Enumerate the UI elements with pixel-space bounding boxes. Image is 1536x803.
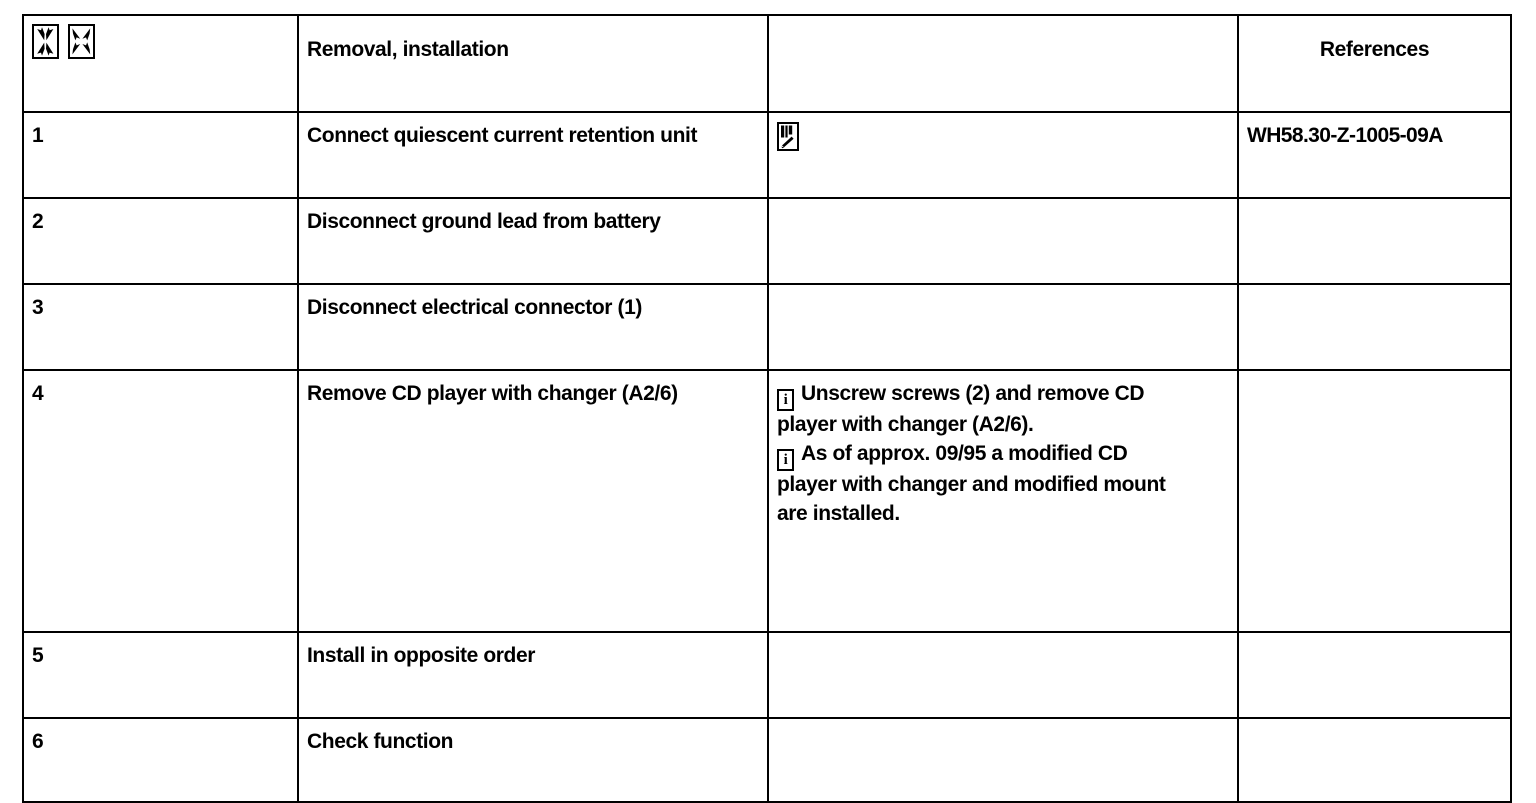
procedure-table: Removal, installation References 1 Conne…: [22, 14, 1512, 803]
operation-text: Connect quiescent current retention unit: [307, 124, 698, 147]
note-line: player with changer (A2/6).: [777, 413, 1034, 436]
cell-operation: Connect quiescent current retention unit: [297, 111, 769, 199]
step-number: 5: [32, 644, 44, 667]
document-page: Removal, installation References 1 Conne…: [22, 14, 1512, 803]
operation-text: Remove CD player with changer (A2/6): [307, 382, 678, 405]
cell-operation: Check function: [297, 717, 769, 803]
info-icon: i: [777, 389, 794, 411]
cell-notes: [767, 197, 1239, 285]
note-line: are installed.: [777, 501, 900, 525]
cell-references: WH58.30-Z-1005-09A: [1237, 111, 1512, 199]
note-block: i Unscrew screws (2) and remove CD player…: [777, 380, 1229, 440]
step-number: 4: [32, 382, 44, 405]
cell-references: [1237, 369, 1512, 633]
cell-operation: Disconnect electrical connector (1): [297, 283, 769, 371]
manual-page-icon: [777, 122, 799, 151]
info-icon: i: [777, 448, 794, 471]
installation-arrows-inward-icon: [68, 24, 95, 59]
table-row: 6 Check function: [22, 717, 1512, 803]
step-number: 3: [32, 296, 44, 319]
cell-step-number: 6: [22, 717, 299, 803]
table-row: 5 Install in opposite order: [22, 631, 1512, 719]
cell-step-number: 5: [22, 631, 299, 719]
step-number: 1: [32, 124, 44, 147]
operation-text: Install in opposite order: [307, 644, 536, 667]
table-header-row: Removal, installation References: [22, 14, 1512, 113]
table-row: 3 Disconnect electrical connector (1): [22, 283, 1512, 371]
cell-step-number: 1: [22, 111, 299, 199]
header-cell-references: References: [1237, 14, 1512, 113]
header-label-operation: Removal, installation: [307, 38, 509, 61]
cell-step-number: 2: [22, 197, 299, 285]
cell-references: [1237, 631, 1512, 719]
cell-notes: [767, 111, 1239, 199]
table-row: 4 Remove CD player with changer (A2/6) i…: [22, 369, 1512, 633]
operation-text: Disconnect ground lead from battery: [307, 210, 661, 233]
header-cell-step-icons: [22, 14, 299, 113]
cell-notes: [767, 631, 1239, 719]
cell-notes: [767, 717, 1239, 803]
cell-notes: [767, 283, 1239, 371]
cell-operation: Install in opposite order: [297, 631, 769, 719]
note-block: i As of approx. 09/95 a modified CD playe…: [777, 440, 1229, 529]
cell-step-number: 4: [22, 369, 299, 633]
operation-text: Check function: [307, 730, 454, 753]
reference-code: WH58.30-Z-1005-09A: [1247, 124, 1443, 147]
operation-text: Disconnect electrical connector (1): [307, 296, 642, 319]
cell-references: [1237, 717, 1512, 803]
header-cell-operation: Removal, installation: [297, 14, 769, 113]
table-row: 2 Disconnect ground lead from battery: [22, 197, 1512, 285]
cell-references: [1237, 197, 1512, 285]
cell-step-number: 3: [22, 283, 299, 371]
removal-arrows-outward-icon: [32, 24, 59, 59]
cell-references: [1237, 283, 1512, 371]
cell-operation: Disconnect ground lead from battery: [297, 197, 769, 285]
header-icon-pair: [32, 24, 289, 59]
step-number: 6: [32, 730, 44, 753]
table-row: 1 Connect quiescent current retention un…: [22, 111, 1512, 199]
cell-notes: i Unscrew screws (2) and remove CD player…: [767, 369, 1239, 633]
note-line: As of approx. 09/95 a modified CD: [801, 441, 1128, 465]
cell-operation: Remove CD player with changer (A2/6): [297, 369, 769, 633]
header-cell-notes: [767, 14, 1239, 113]
note-line: Unscrew screws (2) and remove CD: [801, 382, 1145, 405]
note-line: player with changer and modified mount: [777, 472, 1166, 496]
step-number: 2: [32, 210, 44, 233]
header-label-references: References: [1319, 38, 1430, 61]
